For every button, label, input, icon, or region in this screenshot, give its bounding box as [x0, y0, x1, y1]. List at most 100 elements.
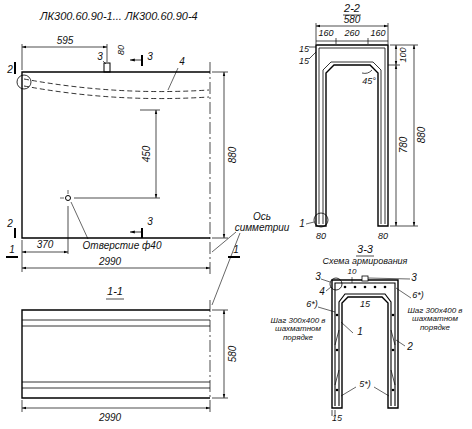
- dimension-label: 45°: [362, 77, 376, 86]
- section-2-2-part: [319, 48, 385, 224]
- plan-view-part: [22, 310, 210, 398]
- dimension-label: Отверстие ф40: [83, 241, 162, 252]
- front-view-part: [24, 79, 209, 92]
- dimension-label: 1: [9, 245, 15, 256]
- dimension-lines-part: [22, 408, 210, 409]
- drawing-title: ЛК300.60.90-1... ЛК300.60.90-4: [40, 10, 198, 22]
- dimension-lines-part: [212, 72, 228, 73]
- front-view-part: [71, 202, 88, 239]
- dimension-label: 4: [319, 287, 325, 298]
- front-view-part: [141, 228, 143, 238]
- dimension-lines-part: [309, 47, 316, 48]
- dimension-lines-part: [224, 72, 225, 238]
- dimension-label: 2-2: [344, 3, 360, 15]
- front-view-part: [130, 232, 142, 233]
- front-view-part: [210, 62, 211, 276]
- front-view-part: [60, 198, 64, 199]
- dimension-lines-part: [22, 47, 107, 48]
- dimension-lines-part: [68, 206, 69, 254]
- section-3-3-part: [332, 280, 398, 408]
- front-view-part: [212, 233, 240, 305]
- dimension-label: Ось симметрии: [230, 212, 294, 233]
- section-2-2-part: [323, 62, 381, 224]
- front-view-part: [14, 228, 16, 238]
- front-view-part: [66, 196, 71, 201]
- front-view-part: [103, 61, 106, 64]
- dimension-label: 2: [7, 219, 13, 230]
- section-3-3-part-part: [336, 389, 339, 392]
- dimension-label: 4: [179, 57, 185, 68]
- dimension-label: 880: [417, 127, 428, 144]
- section-3-3-part: [335, 283, 395, 406]
- dimension-lines-part: [22, 268, 210, 269]
- dimension-lines: [22, 23, 418, 416]
- dimension-lines-part: [414, 45, 415, 226]
- dimension-label: 1: [233, 245, 239, 256]
- dimension-label: 260: [344, 29, 359, 38]
- dimension-label: 580: [228, 346, 239, 363]
- section-2-2: [306, 45, 388, 227]
- dimension-label: 15: [332, 414, 342, 423]
- section-3-3-part: [335, 370, 339, 385]
- dimension-label: 6*): [412, 291, 424, 300]
- front-view-part: [14, 62, 16, 74]
- front-view-part: [228, 256, 240, 258]
- dimension-label: 160: [318, 29, 333, 38]
- section-3-3-part-part: [344, 286, 347, 289]
- dimension-label: 370: [37, 240, 54, 251]
- dimension-lines-part: [74, 198, 160, 199]
- dimension-label: 595: [57, 36, 74, 47]
- section-3-3-part-part: [341, 387, 356, 396]
- section-3-3-part-part: [321, 279, 330, 282]
- dimension-lines-part: [22, 44, 23, 70]
- dimension-label: 15: [360, 300, 370, 309]
- section-3-3-part: [391, 370, 395, 385]
- dimension-label: 880: [228, 147, 239, 164]
- section-3-3-part: [330, 278, 342, 290]
- dimension-lines-part: [156, 110, 157, 198]
- dimension-label: 15: [299, 57, 309, 66]
- front-view-part: [212, 232, 236, 252]
- dimension-lines-part: [362, 70, 372, 73]
- dimension-label: 80: [378, 232, 388, 241]
- dimension-lines-part: [212, 238, 228, 239]
- section-3-3-part-part: [374, 387, 389, 396]
- dimension-label: 3: [411, 273, 417, 284]
- dimension-lines-part: [22, 400, 23, 412]
- dimension-label: Шаг 300х400 в шахматном порядке: [268, 317, 328, 342]
- front-view-part: [24, 86, 209, 99]
- dimension-lines-part: [22, 240, 23, 272]
- dimension-label: 1: [299, 219, 305, 230]
- section-3-3-part-part: [396, 340, 405, 346]
- dimension-label: 1-1: [107, 286, 123, 298]
- front-view-part: [210, 300, 211, 414]
- front-view: [6, 55, 240, 414]
- front-view-part: [141, 55, 143, 66]
- dimension-lines-part: [212, 310, 228, 311]
- dimension-label: 2: [407, 342, 413, 353]
- dimension-label: 3-3: [357, 244, 373, 256]
- dimension-label: 100: [399, 47, 408, 62]
- section-2-2-part: [316, 45, 388, 226]
- front-view-part: [130, 60, 142, 61]
- dimension-label: 450: [142, 146, 153, 163]
- section-3-3-part-part: [392, 389, 395, 392]
- section-3-3-part: [336, 286, 395, 392]
- dimension-lines-part: [22, 252, 68, 253]
- section-3-3-part-part: [374, 286, 377, 289]
- dimension-label: 2990: [99, 413, 121, 424]
- dimension-label: 5*): [359, 380, 371, 389]
- section-2-2-part: [314, 213, 328, 227]
- section-3-3-part-part: [336, 314, 339, 317]
- dimension-label: 780: [399, 137, 410, 154]
- section-3-3-part-part: [392, 314, 395, 317]
- front-view-part: [17, 75, 31, 89]
- section-3-3-part-part: [392, 349, 395, 352]
- section-3-3-part-part: [352, 277, 353, 283]
- dimension-label: 6*): [306, 300, 318, 309]
- section-3-3-part-part: [364, 286, 367, 289]
- dimension-lines-part: [224, 310, 225, 398]
- dimension-label: 2: [7, 65, 13, 76]
- dimension-label: 1: [357, 327, 363, 338]
